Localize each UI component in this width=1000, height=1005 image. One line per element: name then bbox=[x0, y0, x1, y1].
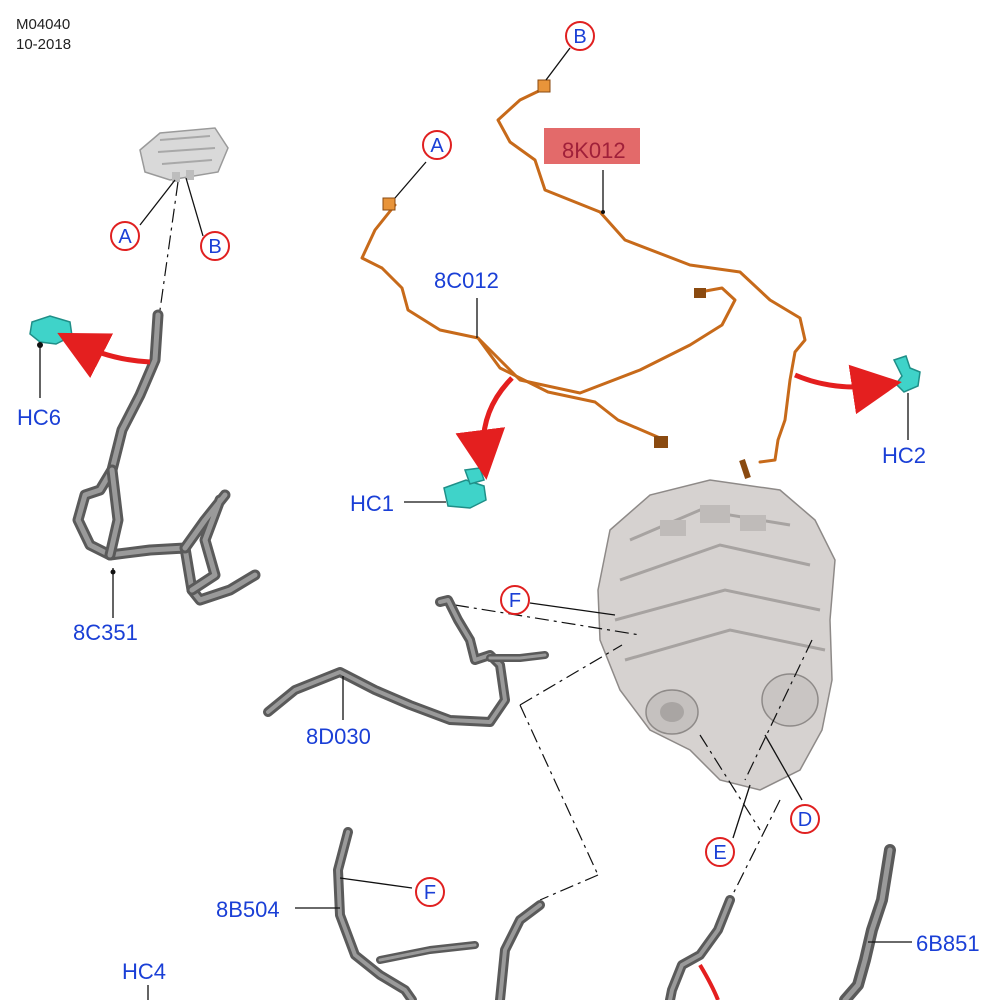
arrow-to-hc6 bbox=[57, 332, 151, 378]
callout-b-left-text: B bbox=[208, 236, 221, 258]
callout-a-left-text: A bbox=[118, 226, 132, 248]
dash-f-upper bbox=[454, 604, 641, 636]
hose-6b851 bbox=[839, 844, 896, 1005]
part-label-hc1[interactable]: HC1 bbox=[350, 491, 394, 516]
part-label-8c012[interactable]: 8C012 bbox=[434, 268, 499, 293]
harness-8c012 bbox=[360, 197, 737, 448]
callout-f-lower-text: F bbox=[424, 882, 436, 904]
callout-e: E bbox=[705, 837, 735, 867]
drawing-code: M04040 bbox=[16, 16, 71, 33]
callout-d-text: D bbox=[798, 809, 812, 831]
hose-8c351 bbox=[72, 309, 261, 606]
hose-lower-center bbox=[495, 900, 545, 1005]
callout-f-lower: F bbox=[415, 877, 445, 907]
leader-f-lower bbox=[339, 877, 413, 889]
clip-hc6 bbox=[29, 315, 73, 345]
part-label-hc4[interactable]: HC4 bbox=[122, 959, 166, 984]
part-label-hc2[interactable]: HC2 bbox=[882, 443, 926, 468]
engine-block bbox=[597, 479, 836, 791]
callout-a-center-text: A bbox=[430, 135, 444, 157]
hose-lower-right bbox=[665, 895, 735, 1005]
leader-a-left bbox=[139, 179, 176, 226]
part-label-8d030[interactable]: 8D030 bbox=[306, 724, 371, 749]
highlight-8k012 bbox=[544, 128, 640, 164]
dash-to-lower-right bbox=[729, 799, 781, 901]
callout-a-center: A bbox=[422, 130, 452, 160]
leader-e bbox=[732, 784, 751, 839]
callout-e-text: E bbox=[713, 842, 726, 864]
part-label-8c351[interactable]: 8C351 bbox=[73, 620, 138, 645]
leader-a-center bbox=[394, 161, 427, 199]
arrow-to-hc1 bbox=[455, 376, 514, 480]
clip-hc2 bbox=[892, 355, 921, 393]
hose-8d030 bbox=[263, 595, 549, 727]
part-label-8b504[interactable]: 8B504 bbox=[216, 897, 280, 922]
dash-8d030-engine bbox=[519, 644, 623, 706]
leader-b-left bbox=[185, 177, 204, 237]
arrow-to-hc2 bbox=[794, 364, 902, 415]
hose-8b504 bbox=[333, 827, 479, 1005]
part-label-hc6[interactable]: HC6 bbox=[17, 405, 61, 430]
dash-engine-down bbox=[519, 704, 599, 876]
degas-bottle bbox=[139, 127, 229, 182]
drawing-date: 10-2018 bbox=[16, 36, 72, 53]
callout-b-left: B bbox=[200, 231, 230, 261]
part-label-6b851[interactable]: 6B851 bbox=[916, 931, 980, 956]
callout-b-top: B bbox=[565, 21, 595, 51]
leader-b-top bbox=[545, 47, 571, 81]
dash-reservoir-hose bbox=[159, 181, 179, 311]
part-label-8k012[interactable]: 8K012 bbox=[562, 138, 626, 163]
callout-f-upper-text: F bbox=[509, 590, 521, 612]
clip-hc1 bbox=[443, 467, 487, 509]
callout-a-left: A bbox=[110, 221, 140, 251]
harness-8k012 bbox=[496, 79, 807, 479]
callout-d: D bbox=[790, 804, 820, 834]
leader-f-upper bbox=[529, 602, 616, 616]
dash-to-lower-hose bbox=[539, 874, 599, 901]
callout-b-top-text: B bbox=[573, 26, 586, 48]
dash-d bbox=[744, 639, 813, 781]
leader-d bbox=[764, 734, 803, 801]
callout-f-upper: F bbox=[500, 585, 530, 615]
dash-e bbox=[699, 734, 761, 831]
